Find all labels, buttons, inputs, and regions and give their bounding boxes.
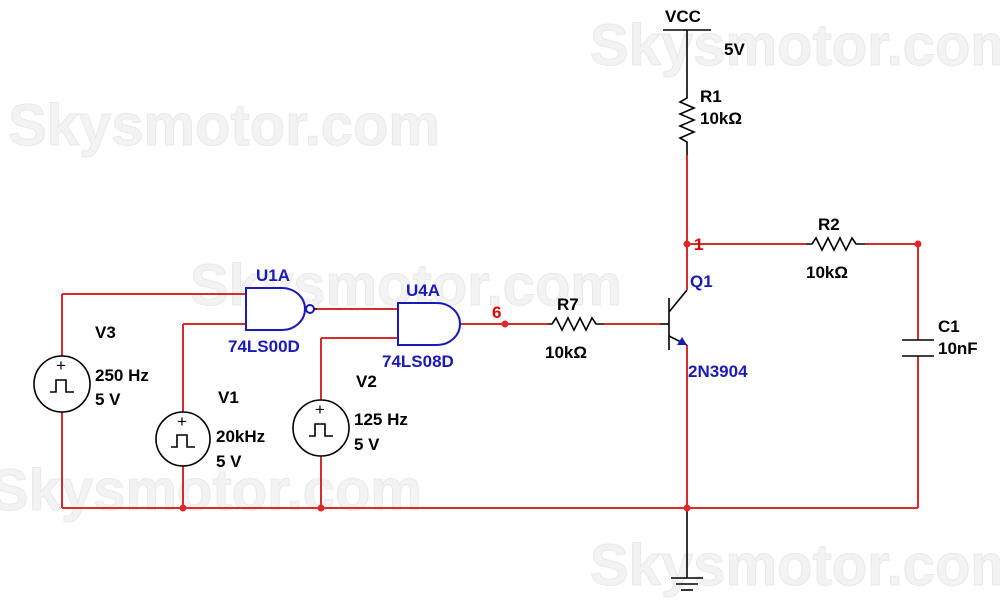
r1-ref: R1: [700, 87, 722, 106]
r7-zigzag: [548, 316, 604, 332]
source-v3[interactable]: + V3 250 Hz 5 V: [33, 323, 149, 413]
watermark: Skysmotor.com: [8, 93, 440, 158]
source-v1[interactable]: + V1 20kHz 5 V: [155, 388, 265, 471]
c1-ref: C1: [938, 317, 960, 336]
q1-part: 2N3904: [688, 362, 748, 381]
junction-node-6: [501, 320, 509, 328]
u4a-ref: U4A: [406, 281, 440, 300]
v2-circle: [292, 399, 350, 457]
ground-symbol[interactable]: [671, 577, 703, 591]
u1a-bubble: [305, 304, 315, 314]
source-v2[interactable]: + V2 125 Hz 5 V: [292, 372, 408, 457]
vcc-value: 5V: [724, 40, 745, 59]
vcc-label: VCC: [665, 7, 701, 26]
r2-zigzag: [806, 236, 865, 252]
v2-amp: 5 V: [354, 435, 380, 454]
v3-amp: 5 V: [95, 390, 121, 409]
r1-value: 10kΩ: [700, 109, 742, 128]
watermark: Skysmotor.com: [590, 533, 1000, 598]
u4a-body: [397, 302, 461, 346]
v2-plus-sign: +: [315, 400, 325, 419]
v2-square-wave-icon: [309, 423, 333, 437]
r2-ref: R2: [818, 215, 840, 234]
watermark: Skysmotor.com: [0, 458, 422, 523]
v1-amp: 5 V: [216, 452, 242, 471]
junctions: [179, 240, 922, 512]
net-label-1: 1: [694, 235, 703, 254]
v3-plus-sign: +: [56, 356, 66, 375]
gate-u1a-nand[interactable]: U1A 74LS00D: [228, 266, 317, 356]
u1a-body: [245, 287, 306, 331]
capacitor-c1[interactable]: C1 10nF: [902, 317, 978, 358]
v1-plus-sign: +: [177, 412, 187, 431]
junction: [179, 504, 187, 512]
v1-ref: V1: [218, 388, 239, 407]
u1a-part: 74LS00D: [228, 337, 300, 356]
v3-ref: V3: [95, 323, 116, 342]
v1-square-wave-icon: [171, 434, 195, 448]
v1-circle: [155, 411, 211, 467]
vcc-supply[interactable]: VCC 5V: [663, 7, 745, 59]
v1-freq: 20kHz: [216, 427, 265, 446]
resistor-r1[interactable]: R1 10kΩ: [677, 86, 742, 155]
r7-ref: R7: [557, 295, 579, 314]
junction-node-1: [683, 240, 691, 248]
resistor-r2[interactable]: R2 10kΩ: [806, 215, 865, 282]
v3-circle: [33, 355, 91, 413]
junction: [914, 240, 922, 248]
v3-square-wave-icon: [50, 379, 74, 393]
q1-ref: Q1: [690, 272, 713, 291]
gate-u4a-and[interactable]: U4A 74LS08D: [382, 281, 461, 371]
r2-value: 10kΩ: [806, 263, 848, 282]
u1a-ref: U1A: [256, 266, 290, 285]
v2-ref: V2: [356, 372, 377, 391]
v2-freq: 125 Hz: [354, 410, 408, 429]
q1-emitter-arrow: [677, 337, 687, 345]
r7-value: 10kΩ: [545, 343, 587, 362]
u4a-part: 74LS08D: [382, 352, 454, 371]
v3-freq: 250 Hz: [95, 366, 149, 385]
q1-collector: [668, 289, 688, 313]
transistor-q1[interactable]: Q1 2N3904: [660, 272, 748, 381]
c1-value: 10nF: [938, 339, 978, 358]
watermark: Skysmotor.com: [590, 13, 1000, 78]
junction: [683, 504, 691, 512]
r1-zigzag: [677, 86, 697, 155]
resistor-r7[interactable]: R7 10kΩ: [545, 295, 604, 362]
junction: [317, 504, 325, 512]
wires: [61, 30, 919, 578]
net-label-6: 6: [492, 303, 501, 322]
